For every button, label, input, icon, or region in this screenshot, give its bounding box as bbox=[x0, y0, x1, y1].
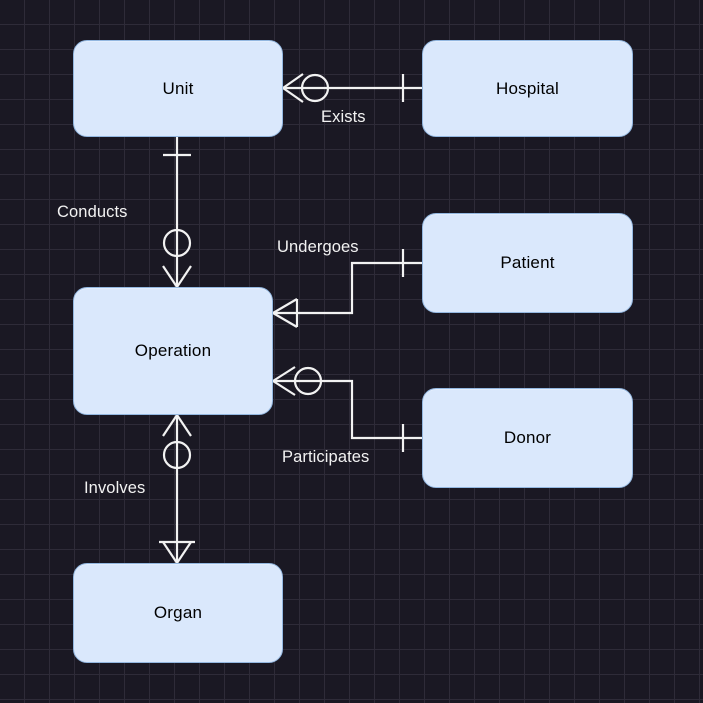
entity-label: Organ bbox=[153, 603, 203, 622]
entity-label: Patient bbox=[500, 253, 555, 272]
entity-organ[interactable]: Organ bbox=[73, 563, 283, 663]
entity-hospital[interactable]: Hospital bbox=[422, 40, 633, 137]
entity-label: Hospital bbox=[495, 78, 560, 98]
connector-undergoes[interactable] bbox=[272, 249, 422, 328]
connector-involves[interactable] bbox=[159, 414, 195, 564]
entity-operation[interactable]: Operation bbox=[73, 287, 273, 415]
entity-label: Unit bbox=[162, 78, 194, 98]
entity-label: Donor bbox=[503, 428, 552, 447]
entity-patient[interactable]: Patient bbox=[422, 213, 633, 313]
relationship-label-participates: Participates bbox=[282, 448, 370, 466]
relationship-label-involves: Involves bbox=[84, 479, 146, 497]
relationship-label-conducts: Conducts bbox=[57, 203, 128, 221]
relationship-label-undergoes: Undergoes bbox=[277, 238, 359, 256]
relationship-label-exists: Exists bbox=[321, 108, 366, 126]
connector-exists[interactable] bbox=[282, 73, 422, 103]
entity-donor[interactable]: Donor bbox=[422, 388, 633, 488]
entity-unit[interactable]: Unit bbox=[73, 40, 283, 137]
connector-participates[interactable] bbox=[272, 366, 422, 452]
entity-label: Operation bbox=[134, 341, 212, 360]
connector-conducts[interactable] bbox=[162, 137, 192, 288]
